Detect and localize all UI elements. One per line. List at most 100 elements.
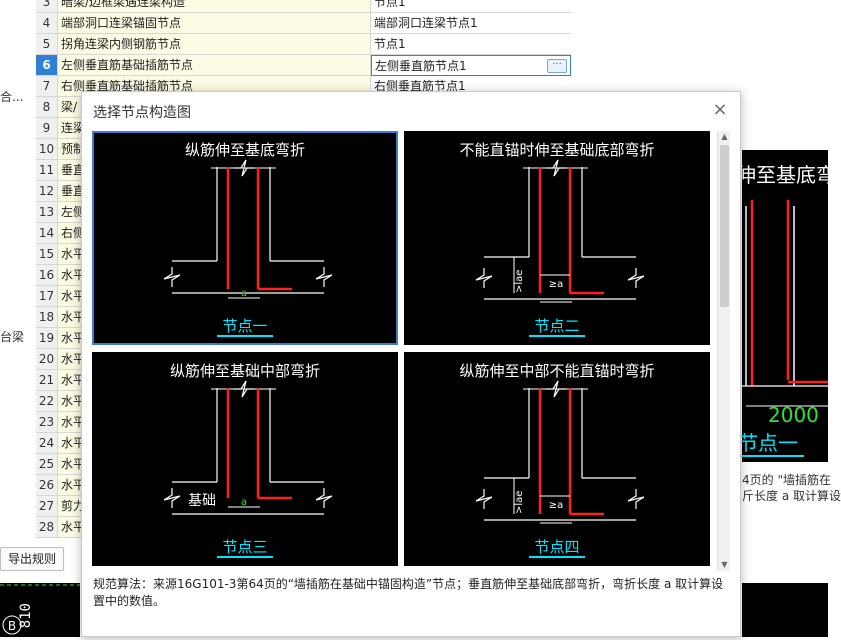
property-name: 拐角连梁内侧钢筋节点 [58, 34, 371, 55]
break-symbol [475, 489, 493, 509]
break-symbol [163, 488, 181, 508]
property-value-text: 左侧垂直筋节点1 [375, 59, 467, 73]
property-value[interactable]: 端部洞口连梁节点1 [371, 13, 571, 34]
property-value[interactable]: 节点1 [371, 34, 571, 55]
anchor-length-label: >lae [514, 270, 525, 293]
row-number: 27 [36, 496, 58, 517]
foundation-label: 基础 [188, 492, 216, 509]
row-number: 5 [36, 34, 58, 55]
node-title: 纵筋伸至基底弯折 [185, 141, 305, 159]
scroll-up-arrow-icon[interactable]: ▲ [721, 132, 728, 141]
export-rules-button[interactable]: 导出规则 [0, 547, 64, 571]
cad-viewport-bottom: B 0 810 [0, 583, 80, 640]
row-number: 18 [36, 307, 58, 328]
property-value-text: 端部洞口连梁节点1 [374, 16, 478, 30]
row-number: 28 [36, 517, 58, 538]
dialog-title: 选择节点构造图 [93, 105, 191, 121]
row-number: 23 [36, 412, 58, 433]
property-value-text: 右侧垂直筋节点1 [374, 79, 466, 93]
row-number: 6 [36, 55, 58, 76]
preview-title: 伸至基底弯 [736, 163, 836, 187]
node-title: 纵筋伸至中部不能直锚时弯折 [459, 362, 654, 380]
anchor-length-label: >lae [514, 491, 525, 514]
vertical-scrollbar[interactable]: ▲ ▼ [717, 131, 730, 571]
row-number: 10 [36, 139, 58, 160]
dimension-label: a [241, 497, 247, 508]
more-options-button[interactable]: ··· [547, 59, 567, 73]
break-symbol [315, 267, 333, 287]
min-bend-label: ≥a [549, 279, 564, 290]
axis-marker: B [8, 619, 16, 633]
property-name: 左侧垂直筋基础插筋节点 [58, 55, 371, 76]
node-title: 不能直锚时伸至基础底部弯折 [459, 141, 654, 159]
scrollbar-thumb[interactable] [720, 145, 729, 307]
break-symbol [627, 489, 645, 509]
dimension-label: a [241, 288, 247, 299]
row-number: 7 [36, 76, 58, 97]
row-number: 16 [36, 265, 58, 286]
node-label: 节点三 [222, 538, 267, 556]
break-symbol [627, 268, 645, 288]
node-preview-large: 伸至基底弯 2000 节点一 [736, 150, 836, 462]
property-value-text: 节点1 [374, 37, 406, 51]
close-icon[interactable]: × [712, 99, 728, 120]
break-symbol [234, 159, 254, 177]
property-name: 端部洞口连梁锚固节点 [58, 13, 371, 34]
row-number: 17 [36, 286, 58, 307]
property-value-text: 节点1 [374, 0, 406, 9]
left-panel: 合... 台梁 [0, 0, 36, 530]
row-number: 3 [36, 0, 58, 13]
node-diagram: 纵筋伸至基底弯折 a 节点一 [163, 141, 333, 337]
row-number: 24 [36, 433, 58, 454]
node-label: 节点四 [534, 538, 579, 556]
row-number: 12 [36, 181, 58, 202]
preview-note-line-2: 斤长度 a 取计算设 [742, 489, 841, 503]
property-value[interactable]: 节点1 [371, 0, 571, 13]
node-option-1[interactable]: 纵筋伸至基底弯折 a 节点一 [92, 131, 398, 345]
break-symbol [546, 159, 566, 177]
algorithm-description: 规范算法：来源16G101-3第64页的“墙插筋在基础中锚固构造”节点；垂直筋伸… [93, 577, 724, 608]
break-symbol [475, 268, 493, 288]
row-number: 22 [36, 391, 58, 412]
cad-viewport-right-bottom [742, 583, 828, 637]
node-diagram: 不能直锚时伸至基础底部弯折 ≥a >lae 节点二 [459, 141, 655, 337]
node-label: 节点二 [534, 317, 579, 335]
row-number: 4 [36, 13, 58, 34]
scroll-down-arrow-icon[interactable]: ▼ [721, 560, 728, 569]
break-symbol [546, 380, 566, 398]
preview-note: 4页的 "墙插筋在 斤长度 a 取计算设 [742, 472, 841, 504]
node-grid: 纵筋伸至基底弯折 a 节点一 不能直锚时伸至基础底部弯折 ≥a >lae 节点二纵筋伸至基础… [92, 131, 716, 571]
cad-dimension-text: 0 810 [18, 603, 34, 640]
left-panel-label-2: 台梁 [0, 330, 25, 344]
preview-node-label: 节点一 [738, 431, 798, 455]
row-number: 14 [36, 223, 58, 244]
row-number: 8 [36, 97, 58, 118]
row-number: 15 [36, 244, 58, 265]
property-value[interactable]: 左侧垂直筋节点1 ··· [371, 55, 571, 76]
select-node-dialog: 选择节点构造图 × 纵筋伸至基底弯折 a 节点一 不能直锚时伸至基础底部弯折 ≥a >la… [81, 91, 741, 637]
break-symbol [315, 488, 333, 508]
row-number: 19 [36, 328, 58, 349]
node-option-4[interactable]: 纵筋伸至中部不能直锚时弯折 ≥a >lae 节点四 [404, 352, 710, 566]
row-number: 13 [36, 202, 58, 223]
node-diagram: 纵筋伸至中部不能直锚时弯折 ≥a >lae 节点四 [459, 362, 655, 558]
node-title: 纵筋伸至基础中部弯折 [170, 362, 320, 380]
row-number: 25 [36, 454, 58, 475]
row-number: 26 [36, 475, 58, 496]
row-number: 11 [36, 160, 58, 181]
property-name: 暗梁/边框梁遇连梁构造 [58, 0, 371, 13]
node-option-2[interactable]: 不能直锚时伸至基础底部弯折 ≥a >lae 节点二 [404, 131, 710, 345]
min-bend-label: ≥a [549, 500, 564, 511]
preview-dimension: 2000 [768, 403, 819, 427]
row-number: 21 [36, 370, 58, 391]
node-option-3[interactable]: 纵筋伸至基础中部弯折 a 基础节点三 [92, 352, 398, 566]
left-panel-label-1: 合... [0, 90, 24, 104]
preview-note-line-1: 4页的 "墙插筋在 [742, 473, 831, 487]
row-number: 9 [36, 118, 58, 139]
node-label: 节点一 [222, 317, 267, 335]
